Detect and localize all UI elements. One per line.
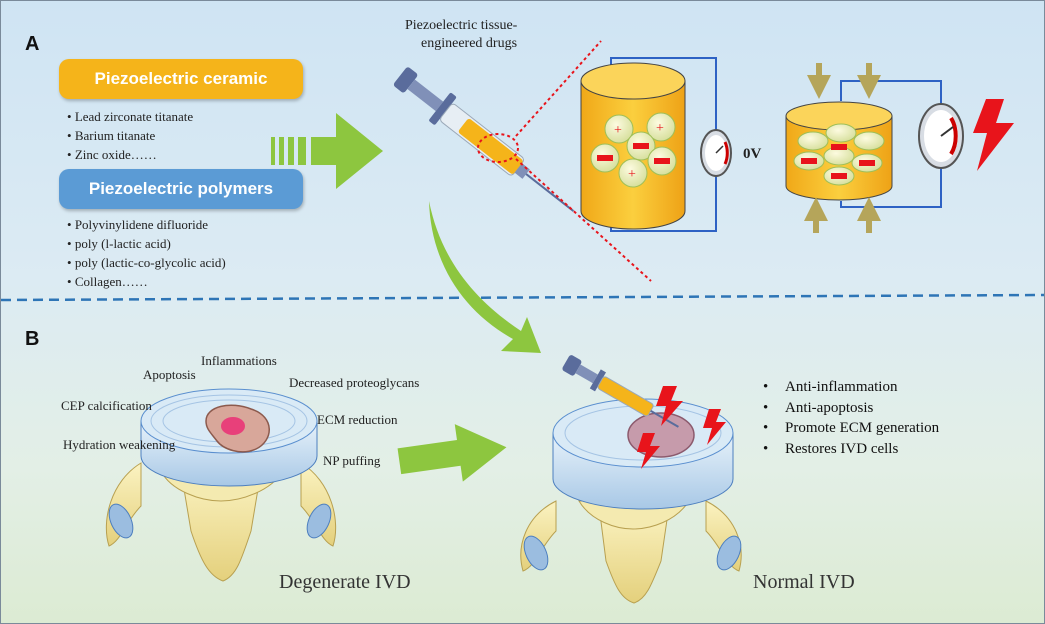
degenerate-caption: Degenerate IVD xyxy=(279,571,411,593)
panel-b-label: B xyxy=(25,328,40,350)
pressure-arrows-icon xyxy=(804,63,881,233)
lightning-icon xyxy=(973,99,1014,171)
list-item: poly (lactic-co-glycolic acid) xyxy=(67,253,226,272)
effects-list: Anti-inflammation Anti-apoptosis Promote… xyxy=(763,377,939,459)
syringe-icon xyxy=(393,67,575,212)
drug-label-line1: Piezoelectric tissue- xyxy=(405,18,518,33)
list-item: Restores IVD cells xyxy=(763,439,939,460)
svg-text:+: + xyxy=(614,123,622,138)
compressed-piezo-cylinder xyxy=(785,63,1014,233)
drug-label-line2: engineered drugs xyxy=(421,36,518,51)
ceramic-list: Lead zirconate titanate Barium titanate … xyxy=(67,107,193,164)
zoom-line-bottom xyxy=(515,158,652,282)
degenerate-label: Inflammations xyxy=(201,353,277,368)
voltmeter-active-icon xyxy=(918,103,964,169)
svg-text:+: + xyxy=(656,121,664,136)
list-item: Collagen…… xyxy=(67,272,226,291)
list-item: Anti-apoptosis xyxy=(763,398,939,419)
resting-piezo-cylinder: + + + xyxy=(580,57,732,232)
polymers-list: Polyvinylidene difluoride poly (l-lactic… xyxy=(67,215,226,291)
degenerate-ivd-illustration xyxy=(105,388,337,582)
curved-arrow-icon xyxy=(429,201,541,353)
list-item: Promote ECM generation xyxy=(763,418,939,439)
degenerate-label: Decreased proteoglycans xyxy=(289,375,420,390)
panel-a-label: A xyxy=(25,33,40,55)
degenerate-label: CEP calcification xyxy=(61,398,152,413)
degenerate-label: Apoptosis xyxy=(143,367,196,382)
materials-to-drug-arrow xyxy=(271,113,383,189)
list-item: poly (l-lactic acid) xyxy=(67,234,226,253)
syringe-tip-highlight xyxy=(477,133,519,163)
list-item: Zinc oxide…… xyxy=(67,145,193,164)
normal-caption: Normal IVD xyxy=(753,571,855,593)
list-item: Polyvinylidene difluoride xyxy=(67,215,226,234)
degenerate-label: Hydration weakening xyxy=(63,437,176,452)
voltage-label: 0V xyxy=(743,146,762,162)
list-item: Barium titanate xyxy=(67,126,193,145)
piezo-cell: + + + xyxy=(590,112,677,188)
degenerate-label: ECM reduction xyxy=(317,412,398,427)
voltmeter-icon xyxy=(700,129,732,177)
svg-text:+: + xyxy=(628,167,636,182)
degenerate-label: NP puffing xyxy=(323,453,381,468)
treatment-arrow-icon xyxy=(397,424,507,482)
polymers-title: Piezoelectric polymers xyxy=(59,169,303,209)
panel-divider xyxy=(1,293,1044,302)
ceramic-title: Piezoelectric ceramic xyxy=(59,59,303,99)
list-item: Lead zirconate titanate xyxy=(67,107,193,126)
list-item: Anti-inflammation xyxy=(763,377,939,398)
normal-ivd-illustration xyxy=(520,355,742,604)
